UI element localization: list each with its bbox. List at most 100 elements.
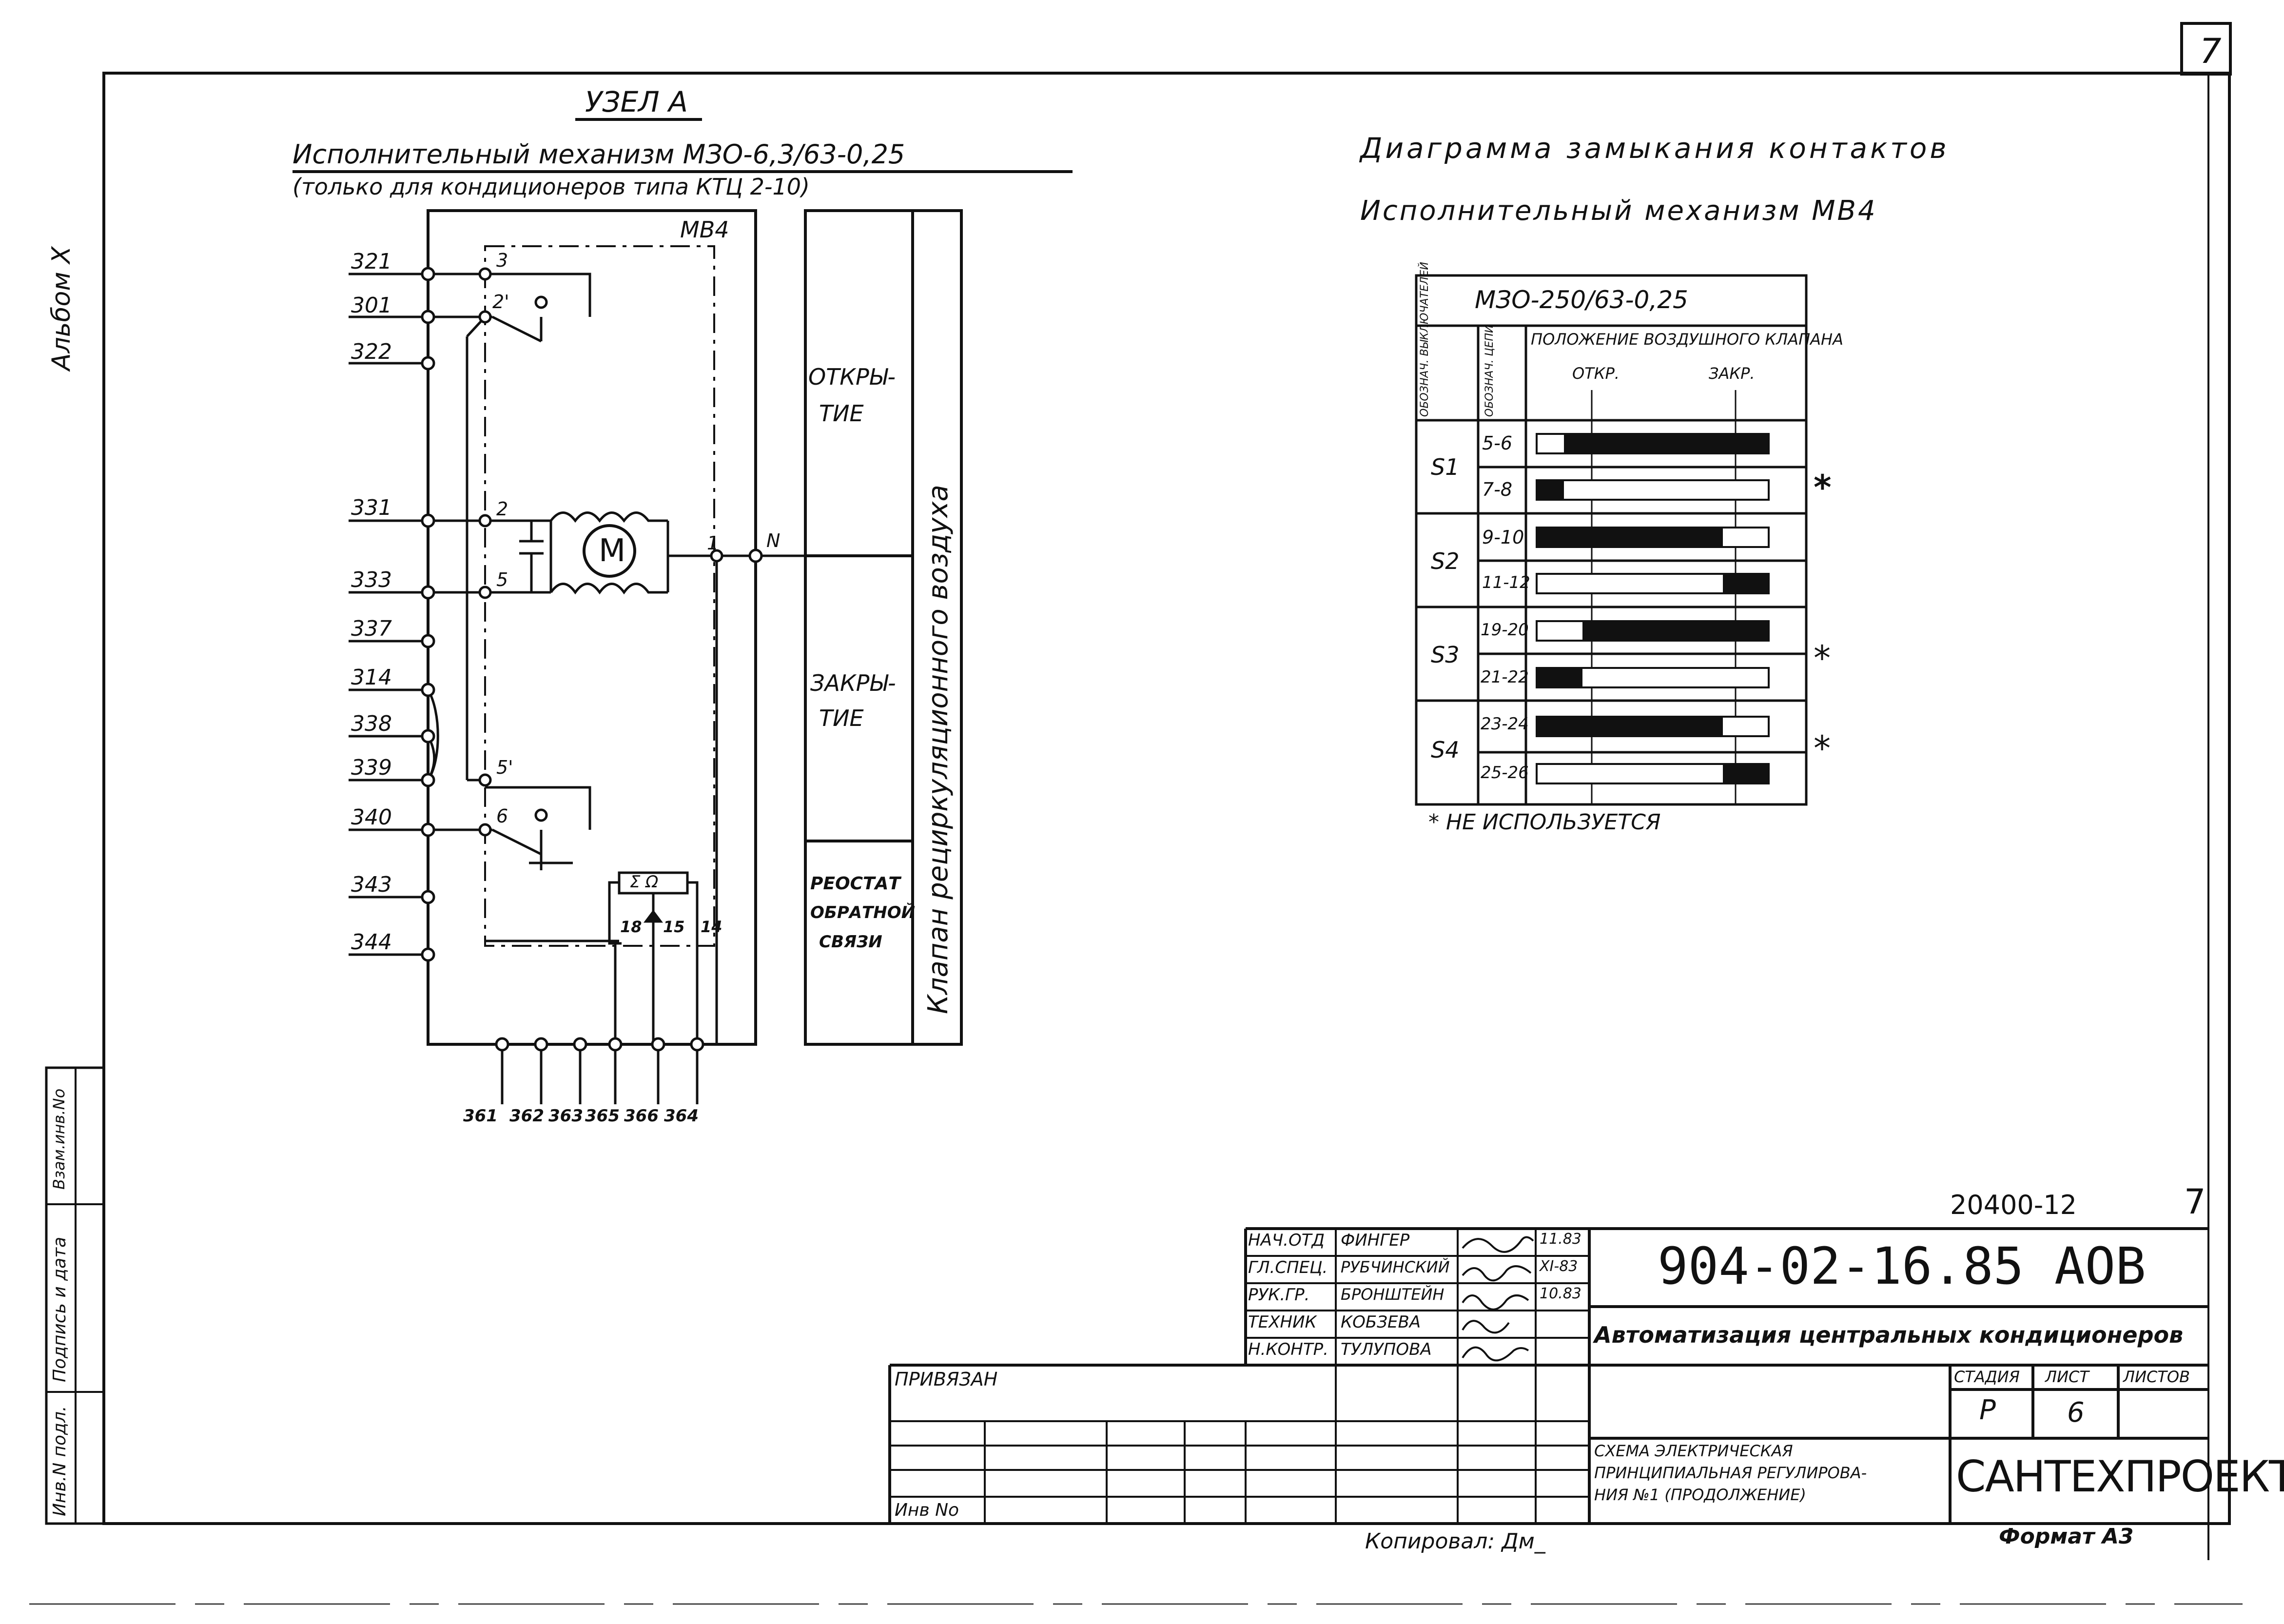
circuit-label: 25-26: [1481, 763, 1529, 783]
terminal-label: 331: [351, 495, 392, 520]
unused-mark: *: [1814, 728, 1831, 768]
terminal-label: 337: [351, 616, 392, 641]
circuit-label: 5-6: [1482, 432, 1513, 454]
contact-label: N: [766, 530, 781, 551]
project-name: Автоматизация центральных кондиционеров: [1594, 1322, 2184, 1348]
contact-label: 1: [707, 532, 719, 554]
top-sheet: 7: [2184, 1182, 2206, 1222]
description-line: СХЕМА ЭЛЕКТРИЧЕСКАЯ: [1594, 1442, 1793, 1460]
open-label: ОТКР.: [1572, 364, 1620, 383]
unused-mark: *: [1814, 468, 1832, 508]
description-line: НИЯ №1 (ПРОДОЛЖЕНИЕ): [1594, 1486, 1806, 1504]
func-rheostat-2: ОБРАТНОЙ: [810, 903, 916, 922]
terminal-label: 301: [351, 293, 392, 318]
terminal-label: 333: [351, 567, 392, 592]
sig-name: БРОНШТЕЙН: [1341, 1285, 1445, 1304]
func-close-1: ЗАКРЫ-: [810, 670, 896, 696]
terminal-label: 343: [351, 872, 392, 897]
contact-bar-fill: [1563, 433, 1770, 454]
contact-bar-fill: [1536, 716, 1723, 737]
diagram-subtitle: Исполнительный механизм МВ4: [1360, 195, 1877, 227]
terminal-label: 344: [351, 930, 392, 955]
format-label: Формат А3: [1999, 1524, 2134, 1549]
doc-code: 904-02-16.85 АОВ: [1658, 1236, 2146, 1296]
circuit-label: 11-12: [1482, 573, 1530, 592]
terminal-label: 322: [351, 339, 392, 364]
func-rheostat-3: СВЯЗИ: [819, 932, 882, 952]
terminal-label: 338: [351, 711, 392, 736]
bottom-terminal-label: 365: [585, 1106, 620, 1126]
bottom-terminal-label: 363: [548, 1106, 583, 1126]
node-line2: (только для кондиционеров типа КТЦ 2-10): [293, 174, 810, 200]
contact-bar-fill: [1723, 763, 1770, 784]
contact-bar-outline: [1536, 479, 1770, 501]
circuit-label: 19-20: [1481, 620, 1529, 640]
rheostat-label: 14: [701, 918, 722, 936]
contact-label: 5': [496, 757, 513, 778]
copied-by: Копировал: Дм_: [1365, 1529, 1545, 1554]
terminal-label: 340: [351, 805, 392, 830]
bottom-terminal-label: 362: [509, 1106, 544, 1126]
sheet-header: ЛИСТ: [2045, 1368, 2089, 1386]
sig-name: КОБЗЕВА: [1341, 1312, 1421, 1332]
footnote: * НЕ ИСПОЛЬЗУЕТСЯ: [1428, 810, 1661, 835]
terminal-label: 321: [351, 249, 392, 274]
node-line1: Исполнительный механизм МЗО-6,3/63-0,25: [293, 139, 905, 170]
contact-label: 2: [496, 498, 508, 520]
func-close-2: ТИЕ: [819, 705, 864, 731]
terminal-label: 339: [351, 755, 392, 780]
sheets-header: ЛИСТОВ: [2123, 1368, 2190, 1386]
rheostat-label: 18: [620, 918, 642, 936]
sig-role: НАЧ.ОТД: [1248, 1231, 1325, 1250]
top-code: 20400-12: [1950, 1190, 2077, 1220]
rheostat-label: 15: [663, 918, 685, 936]
motor-letter: M: [599, 533, 626, 569]
stage-header: СТАДИЯ: [1954, 1368, 2020, 1386]
table-title: МЗО-250/63-0,25: [1475, 286, 1688, 314]
bottom-terminal-label: 366: [624, 1106, 659, 1126]
switch-label: S2: [1431, 548, 1460, 574]
contact-label: 3: [496, 250, 508, 271]
switch-label: S4: [1431, 737, 1460, 763]
contact-bar-fill: [1536, 527, 1723, 548]
diagram-title: Диаграмма замыкания контактов: [1360, 132, 1950, 165]
sheet-value: 6: [2067, 1397, 2085, 1428]
circuit-label: 23-24: [1481, 714, 1529, 734]
close-label: ЗАКР.: [1709, 364, 1755, 383]
sig-date: XI-83: [1540, 1258, 1578, 1275]
contact-bar-fill: [1536, 667, 1582, 688]
rheostat-box: Σ Ω: [630, 872, 659, 892]
node-title: УЗЕЛ А: [585, 85, 688, 118]
sig-name: ФИНГЕР: [1341, 1231, 1410, 1250]
sig-name: РУБЧИНСКИЙ: [1341, 1258, 1450, 1276]
sig-role: ГЛ.СПЕЦ.: [1248, 1258, 1328, 1277]
contact-bar-fill: [1723, 573, 1770, 594]
motor-symbol: [583, 524, 636, 578]
func-open-1: ОТКРЫ-: [808, 364, 896, 390]
switch-label: S3: [1431, 642, 1460, 668]
contact-bar-fill: [1536, 479, 1564, 501]
sig-date: 11.83: [1540, 1231, 1581, 1248]
bottom-terminal-label: 364: [664, 1106, 699, 1126]
device-label: МВ4: [680, 216, 729, 243]
circuit-label: 9-10: [1482, 527, 1524, 548]
col3-header: ПОЛОЖЕНИЕ ВОЗДУШНОГО КЛАПАНА: [1531, 330, 1843, 349]
sig-role: РУК.ГР.: [1248, 1285, 1310, 1305]
binding-inv: Инв No: [895, 1500, 959, 1520]
bottom-terminal-label: 361: [463, 1106, 498, 1126]
company-name: САНТЕХПРОЕКТ: [1956, 1451, 2284, 1502]
contact-bar-fill: [1582, 620, 1770, 642]
contact-label: 5: [496, 569, 508, 590]
circuit-label: 7-8: [1482, 479, 1513, 500]
func-open-2: ТИЕ: [819, 400, 864, 427]
circuit-label: 21-22: [1481, 667, 1529, 687]
switch-label: S1: [1431, 454, 1460, 480]
sig-role: ТЕХНИК: [1248, 1312, 1317, 1332]
sig-date: 10.83: [1540, 1285, 1581, 1302]
sheet-corner-number: 7: [2200, 31, 2222, 71]
contact-label: 6: [496, 805, 508, 827]
terminal-label: 314: [351, 665, 392, 690]
func-rheostat-1: РЕОСТАТ: [810, 874, 900, 894]
